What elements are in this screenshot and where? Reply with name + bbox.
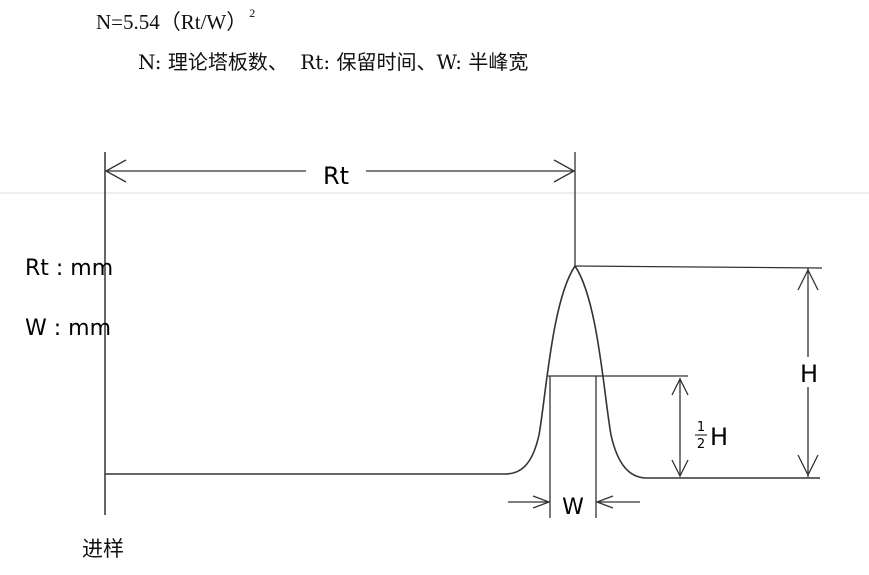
- rt-arrow-right: [553, 159, 576, 183]
- half-h-letter: H: [710, 423, 728, 451]
- rt-label: Rt: [323, 162, 349, 190]
- legend-n-definition: N: 理论塔板数、: [138, 50, 288, 74]
- h-label-bg: [794, 357, 824, 387]
- w-unit-label: W : mm: [25, 316, 111, 341]
- w-label: W: [562, 495, 584, 520]
- legend-rt-w-definition: Rt: 保留时间、W: 半峰宽: [300, 50, 529, 74]
- half-h-numerator: 1: [697, 420, 705, 435]
- h-arrow-down: [797, 454, 819, 477]
- formula-main: N=5.54（Rt/W）: [96, 10, 248, 34]
- rt-arrow-left: [104, 159, 127, 183]
- h-arrow-up: [797, 268, 819, 291]
- formula: N=5.54（Rt/W）2: [96, 6, 255, 36]
- formula-exponent: 2: [249, 6, 256, 20]
- h-label: H: [800, 360, 818, 388]
- half-h-arrow-up: [671, 377, 689, 396]
- half-h-denominator: 2: [697, 437, 705, 452]
- half-h-label-bg: [690, 412, 734, 452]
- h-top-line: [574, 265, 823, 269]
- w-arrow-right-head: [595, 495, 614, 509]
- injection-label: 进样: [82, 537, 124, 561]
- legend: N: 理论塔板数、 Rt: 保留时间、W: 半峰宽: [138, 46, 534, 75]
- half-h-arrow-down: [671, 459, 689, 478]
- w-arrow-left-head: [532, 495, 551, 509]
- rt-label-bg: [306, 160, 366, 184]
- rt-unit-label: Rt : mm: [25, 256, 113, 281]
